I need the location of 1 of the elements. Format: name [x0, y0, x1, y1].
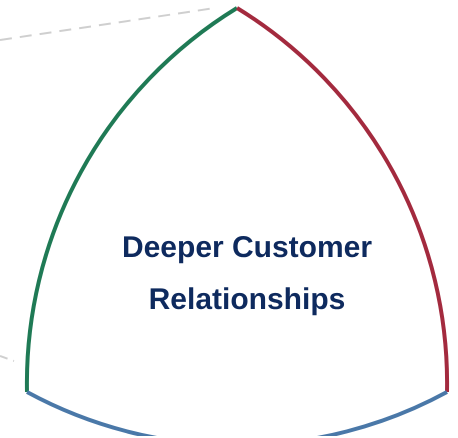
node-label: Deeper Customer Relationships	[120, 230, 374, 318]
